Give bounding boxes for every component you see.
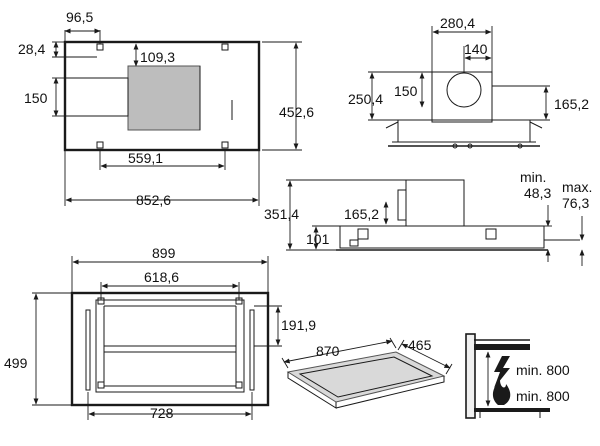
dim-852-6: 852,6 xyxy=(136,192,171,208)
bracket xyxy=(221,43,229,51)
cutout-inner-frame xyxy=(95,299,245,393)
dim-140: 140 xyxy=(464,41,488,57)
dim-351-4: 351,4 xyxy=(264,206,299,222)
dim-109-3: 109,3 xyxy=(140,49,175,65)
front-view-housing xyxy=(431,71,493,123)
dim-150: 150 xyxy=(24,90,48,106)
dim-150-front: 150 xyxy=(394,83,418,99)
dim-870: 870 xyxy=(316,343,340,359)
dim-899: 899 xyxy=(152,245,176,261)
electric-bolt-icon xyxy=(494,356,510,388)
top-view: 96,5 28,4 109,3 150 452,6 559,1 852,6 xyxy=(18,9,314,208)
cutout-view: 899 618,6 191,9 499 728 xyxy=(4,245,316,421)
cutout-outline xyxy=(70,291,270,407)
dim-191-9: 191,9 xyxy=(281,317,316,333)
side-view: 351,4 165,2 101 min. 48,3 max. 76,3 xyxy=(264,169,592,266)
dim-28-4: 28,4 xyxy=(18,41,45,57)
front-view-duct-circle xyxy=(446,72,482,108)
dim-465: 465 xyxy=(408,337,432,353)
dim-280-4: 280,4 xyxy=(440,15,475,31)
dim-96-5: 96,5 xyxy=(66,9,93,25)
top-view-motor-box xyxy=(127,65,201,131)
bracket xyxy=(96,43,104,51)
dim-165-2-front: 165,2 xyxy=(554,96,589,112)
wall xyxy=(465,333,476,419)
clearance-upper: min. 800 xyxy=(516,362,570,378)
side-view-housing xyxy=(405,179,465,227)
min-label: min. xyxy=(520,169,546,185)
bracket xyxy=(221,141,229,149)
hood-block xyxy=(474,344,530,350)
dim-618-6: 618,6 xyxy=(144,269,179,285)
dim-499: 499 xyxy=(4,355,28,371)
top-view-duct xyxy=(64,77,129,117)
clearance-lower: min. 800 xyxy=(516,388,570,404)
dim-165-2-side: 165,2 xyxy=(344,206,379,222)
hob-plate xyxy=(474,408,550,412)
dim-728: 728 xyxy=(150,405,174,421)
dim-101: 101 xyxy=(306,231,330,247)
dim-250-4: 250,4 xyxy=(348,91,383,107)
front-view-base xyxy=(397,119,531,143)
clearance-view: min. 800 min. 800 xyxy=(465,333,570,419)
iso-panel-top xyxy=(286,351,446,403)
side-view-body xyxy=(339,225,545,249)
front-view: 280,4 140 250,4 150 165,2 xyxy=(348,15,589,149)
max-value: 76,3 xyxy=(562,195,589,211)
max-label: max. xyxy=(562,179,592,195)
iso-view: 870 465 xyxy=(281,337,453,409)
flame-icon xyxy=(492,380,511,405)
dim-452-6: 452,6 xyxy=(279,104,314,120)
bracket xyxy=(96,141,104,149)
min-value: 48,3 xyxy=(524,185,551,201)
dim-559-1: 559,1 xyxy=(128,150,163,166)
